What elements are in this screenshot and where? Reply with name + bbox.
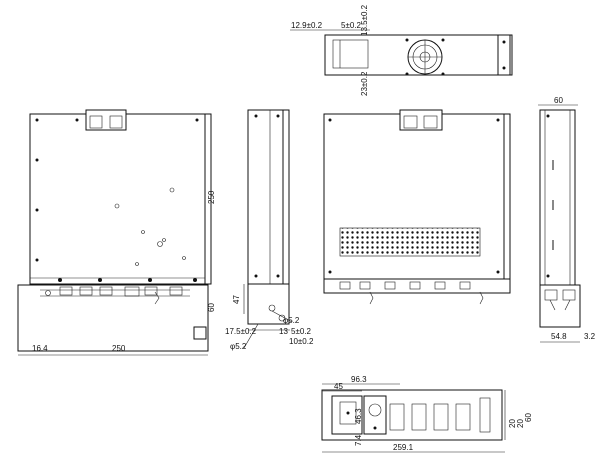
dim-top-w2: 5±0.2 bbox=[341, 21, 362, 30]
rear-view bbox=[323, 109, 511, 305]
dim-right-32: 3.2 bbox=[584, 332, 596, 341]
dim-bottom-h2: 7.4 bbox=[354, 434, 363, 446]
dim-bottom-w2: 45 bbox=[334, 382, 343, 391]
panel-view: 96.3 45 46.3 7.4 259.1 20 20 60 bbox=[321, 375, 533, 453]
dim-bottom-r1: 20 bbox=[508, 419, 517, 428]
dim-right-w: 54.8 bbox=[551, 332, 567, 341]
dim-front-w: 250 bbox=[112, 344, 126, 353]
dim-bottom-r3: 60 bbox=[524, 413, 533, 422]
dim-top-h1: 13.5±0.2 bbox=[360, 4, 369, 36]
dim-side-phi2: φ5.2 bbox=[230, 342, 247, 351]
dim-bottom-h1: 46.3 bbox=[354, 408, 363, 424]
side-view: 47 φ5.2 17.5±0.2 13 5±0.2 φ5.2 10±0.2 bbox=[225, 109, 314, 351]
dim-right-top: 60 bbox=[554, 96, 563, 105]
dim-bottom-w: 259.1 bbox=[393, 443, 414, 452]
dim-side-5: 5±0.2 bbox=[291, 327, 312, 336]
dim-bottom-w1: 96.3 bbox=[351, 375, 367, 384]
top-view: 12.9±0.2 5±0.2 13.5±0.2 23±0.2 bbox=[290, 4, 513, 96]
dim-bottom-r2: 20 bbox=[516, 419, 525, 428]
dim-side-13: 13 bbox=[279, 327, 288, 336]
dim-side-10: 10±0.2 bbox=[289, 337, 314, 346]
dim-front-h: 250 bbox=[207, 190, 216, 204]
right-view: 60 54.8 3.2 bbox=[538, 96, 596, 343]
dim-side-175: 17.5±0.2 bbox=[225, 327, 257, 336]
dim-side-47: 47 bbox=[232, 295, 241, 304]
dim-top-w1: 12.9±0.2 bbox=[291, 21, 323, 30]
dim-top-h2: 23±0.2 bbox=[360, 71, 369, 96]
dim-side-phi1: φ5.2 bbox=[283, 316, 300, 325]
dim-front-left: 16.4 bbox=[32, 344, 48, 353]
dim-front-bottom-h: 60 bbox=[207, 303, 216, 312]
front-view: 250 60 16.4 250 bbox=[17, 109, 216, 356]
